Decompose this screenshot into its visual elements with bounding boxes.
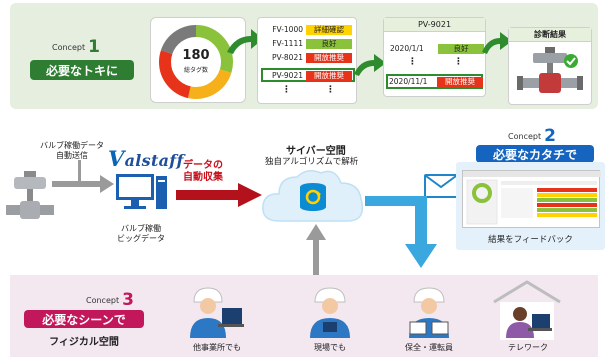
- dashboard-thumbnail: [462, 170, 601, 228]
- diagnosis-title: 診断結果: [509, 28, 591, 42]
- database-icon: [300, 183, 326, 211]
- selected-row-highlight: [261, 68, 355, 82]
- cyber-space-title: サイバー空間: [286, 146, 346, 157]
- telework-icon: [493, 280, 561, 340]
- computer-icon: [116, 174, 167, 209]
- field-valve-icon: [6, 171, 54, 219]
- more-icon: ⋮: [282, 85, 291, 95]
- scene-label-telework: テレワーク: [508, 343, 548, 352]
- feedback-arrow-icon: [365, 196, 437, 268]
- feedback-label: 結果をフィードバック: [488, 235, 573, 245]
- bigdata-label: バルブ稼働 ビッグデータ: [117, 224, 165, 243]
- history-title: PV-9021: [384, 18, 485, 32]
- scene-label-field: 現場でも: [314, 343, 346, 352]
- mail-icon: [424, 174, 458, 198]
- auto-collect-label: データの 自動収集: [183, 160, 223, 183]
- status-badge: 良好: [306, 38, 352, 49]
- more-icon: ⋮: [454, 57, 463, 67]
- status-badge: 開放推奨: [306, 70, 352, 81]
- office-worker-icon: [190, 287, 244, 338]
- tag-count-value: 180: [182, 48, 210, 63]
- valstaff-logo: Valstaff: [108, 146, 184, 171]
- physical-space-label: フィジカル空間: [49, 337, 119, 348]
- tag-count-card: 180 総タグ数: [150, 17, 246, 103]
- arrow-to-history-icon: [354, 54, 386, 76]
- valve-data-label: バルブ稼働データ 自動送信: [40, 141, 104, 160]
- list-item[interactable]: FV-1111 良好: [264, 38, 352, 49]
- list-item-selected[interactable]: PV-9021 開放推奨: [264, 70, 352, 81]
- cloud-icon: [262, 170, 364, 222]
- upload-arrow-icon: [306, 224, 326, 278]
- tag-status-list: FV-1000 詳細確認 FV-1111 良好 PV-8021 開放推奨 PV-…: [257, 17, 357, 104]
- auto-collect-arrow-icon: [176, 183, 262, 207]
- status-badge: 詳細確認: [306, 24, 352, 35]
- field-worker-icon: [310, 287, 350, 338]
- cyber-space-subtitle: 独自アルゴリズムで解析: [265, 157, 359, 167]
- operator-icon: [409, 287, 449, 338]
- valve-diagnosis-icon: [517, 47, 583, 93]
- scene-label-other-office: 他事業所でも: [193, 343, 241, 352]
- status-badge: 開放推奨: [306, 52, 352, 63]
- more-icon: ⋮: [408, 57, 417, 67]
- arrow-to-diagnosis-icon: [482, 32, 512, 54]
- concept1-pill: 必要なトキに: [30, 60, 134, 80]
- tag-count-caption: 総タグ数: [183, 67, 208, 74]
- concept2-pill: 必要なカタチで: [476, 145, 594, 163]
- data-send-arrow-icon: [52, 160, 114, 193]
- concept3-pill: 必要なシーンで: [24, 310, 144, 328]
- tag-count-donut: [159, 25, 233, 99]
- list-item[interactable]: PV-8021 開放推奨: [264, 52, 352, 63]
- table-row[interactable]: 2020/1/1 良好: [390, 43, 484, 54]
- scene-label-operator: 保全・運転員: [405, 343, 453, 352]
- status-badge: 良好: [438, 43, 484, 54]
- dashboard-preview-icon: [463, 171, 601, 225]
- arrow-to-list-icon: [227, 29, 263, 54]
- list-item[interactable]: FV-1000 詳細確認: [264, 24, 352, 35]
- status-badge: 開放推奨: [437, 76, 483, 87]
- history-table: PV-9021 2020/1/1 良好 ⋮ ⋮ 2020/11/1 開放推奨: [383, 17, 486, 97]
- table-row-selected[interactable]: 2020/11/1 開放推奨: [389, 76, 483, 87]
- diagnosis-card: 診断結果: [508, 27, 592, 105]
- more-icon: ⋮: [326, 85, 335, 95]
